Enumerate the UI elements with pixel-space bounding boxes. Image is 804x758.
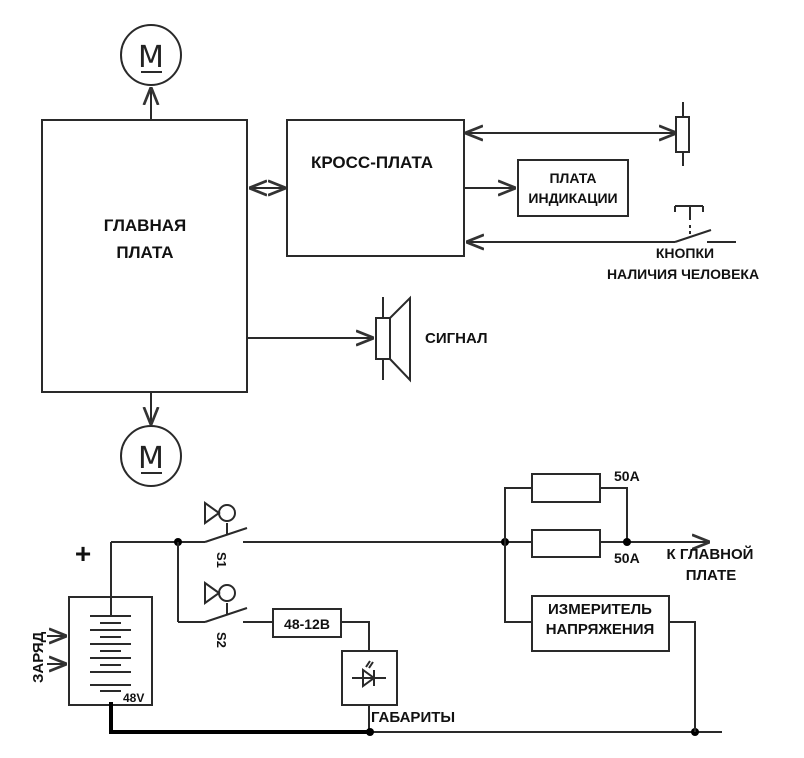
to-main-board-label-1: К ГЛАВНОЙ xyxy=(667,545,754,563)
junction-dot xyxy=(623,538,631,546)
converter-label: 48-12В xyxy=(284,616,330,632)
motor-symbol-bottom: M xyxy=(138,441,164,476)
to-main-board-label-2: ПЛАТЕ xyxy=(686,567,737,584)
motor-bottom: M xyxy=(120,425,182,487)
main-board-label-2: ПЛАТА xyxy=(116,243,173,262)
switch-s2-icon xyxy=(204,581,248,623)
converter-to-led-wire xyxy=(341,621,370,651)
led-icon xyxy=(352,660,386,688)
potentiometer-icon xyxy=(675,102,690,166)
cross-board-block xyxy=(286,119,465,257)
marker-lights-label: ГАБАРИТЫ xyxy=(371,709,455,726)
motor-circle-top xyxy=(120,24,182,86)
voltage-meter-block xyxy=(531,595,670,652)
speaker-icon xyxy=(375,295,411,383)
main-board-label-1: ГЛАВНАЯ xyxy=(104,216,186,235)
main-board-block xyxy=(41,119,248,393)
switch-s2-label: S2 xyxy=(214,632,229,648)
switch-s1-icon xyxy=(204,501,248,543)
push-button-icon xyxy=(674,205,736,243)
signal-label: СИГНАЛ xyxy=(425,330,488,347)
charge-label: ЗАРЯД xyxy=(30,631,47,683)
switch-s1-label: S1 xyxy=(214,552,229,568)
cross-board-label: КРОСС-ПЛАТА xyxy=(311,153,433,172)
presence-buttons-label-2: НАЛИЧИЯ ЧЕЛОВЕКА xyxy=(607,266,759,282)
presence-buttons-label-1: КНОПКИ xyxy=(656,245,714,261)
fuse-2 xyxy=(531,529,601,558)
battery-voltage-label: 48V xyxy=(123,691,144,705)
motor-circle-bottom xyxy=(120,425,182,487)
fuse-1 xyxy=(531,473,601,503)
fuse-1-label: 50A xyxy=(614,468,640,484)
voltage-meter-label-2: НАПРЯЖЕНИЯ xyxy=(546,621,655,638)
battery-icon xyxy=(90,542,131,692)
meter-to-ground-wire xyxy=(669,621,696,732)
indicator-board-label-1: ПЛАТА xyxy=(549,170,596,186)
meter-input-wire xyxy=(504,542,532,623)
indicator-board-label-2: ИНДИКАЦИИ xyxy=(528,190,617,206)
indicator-board-block xyxy=(517,159,629,217)
plus-sign: + xyxy=(75,538,91,569)
motor-symbol-top: M xyxy=(138,40,164,75)
motor-top: M xyxy=(120,24,182,86)
fuse-2-label: 50A xyxy=(614,550,640,566)
negative-bus-thick-wire xyxy=(109,702,371,734)
voltage-meter-label-1: ИЗМЕРИТЕЛЬ xyxy=(548,601,652,618)
junction-dot xyxy=(366,728,374,736)
